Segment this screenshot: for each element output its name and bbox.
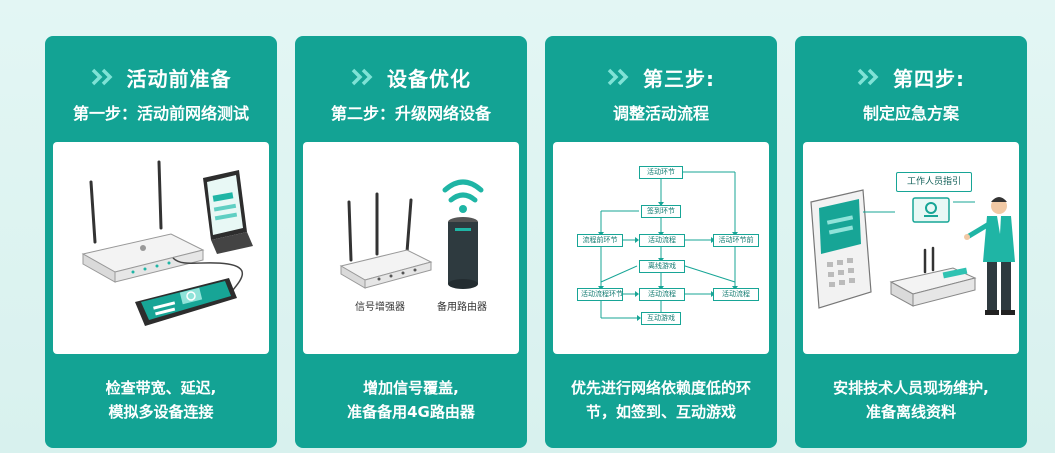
card-description: 增加信号覆盖, 准备备用4G路由器 [347, 379, 475, 421]
router-icon [889, 246, 977, 307]
card-header: 设备优化 第二步：升级网络设备 [295, 64, 527, 124]
step-card-2: 设备优化 第二步：升级网络设备 [295, 36, 527, 448]
illustration-panel: 工作人员指引 [803, 142, 1019, 354]
card-title: 第三步: [643, 66, 715, 91]
illustration-panel [53, 142, 269, 354]
step-card-1: 活动前准备 第一步：活动前网络测试 [45, 36, 277, 448]
caption-backup-router: 备用路由器 [437, 302, 487, 313]
card-header: 第三步: 调整活动流程 [545, 64, 777, 124]
double-chevron-icon [351, 68, 373, 86]
card-title: 第四步: [893, 66, 965, 91]
card-subtitle: 制定应急方案 [862, 104, 959, 123]
flow-node: 活动流程 [639, 234, 685, 247]
staff-guide-badge: 工作人员指引 [896, 172, 972, 192]
emergency-plan-illustration [810, 189, 1015, 315]
wifi-icon [442, 179, 484, 213]
illustration-panel: 信号增强器 备用路由器 [303, 142, 519, 354]
device-upgrade-illustration [339, 179, 484, 289]
card-title: 设备优化 [387, 66, 471, 91]
card-header: 第四步: 制定应急方案 [795, 64, 1027, 124]
flow-node: 活动环节 [639, 166, 683, 179]
flow-node: 活动环节前 [713, 234, 759, 247]
backup-router-icon [448, 217, 478, 289]
flow-node: 互动游戏 [641, 312, 681, 325]
phone-stand-icon [203, 170, 253, 254]
card-description: 安排技术人员现场维护, 准备离线资料 [833, 379, 989, 421]
double-chevron-icon [91, 68, 112, 86]
signal-booster-router-icon [339, 192, 433, 289]
double-chevron-icon [607, 68, 629, 86]
technician-icon [964, 197, 1015, 315]
step-card-3: 第三步: 调整活动流程 [545, 36, 777, 448]
card-subtitle: 调整活动流程 [612, 104, 709, 123]
location-icon [912, 197, 950, 223]
flow-node: 活动流程环节 [577, 288, 623, 301]
card-subtitle: 第一步：活动前网络测试 [72, 104, 249, 123]
flow-node: 活动流程 [639, 288, 685, 301]
caption-signal-booster: 信号增强器 [355, 302, 405, 313]
kiosk-icon [810, 189, 872, 309]
illustration-panel: 活动环节 签到环节 流程前环节 活动流程 活动环节前 离线游戏 活动流程环节 活… [553, 142, 769, 354]
flow-node: 离线游戏 [639, 260, 685, 273]
double-chevron-icon [857, 68, 879, 86]
card-header: 活动前准备 第一步：活动前网络测试 [45, 64, 277, 124]
card-title: 活动前准备 [126, 66, 232, 91]
card-description: 检查带宽、延迟, 模拟多设备连接 [105, 379, 217, 421]
card-description: 优先进行网络依赖度低的环 节，如签到、互动游戏 [570, 379, 751, 421]
flow-node: 活动流程 [713, 288, 759, 301]
network-test-illustration [81, 160, 253, 326]
tablet-icon [135, 278, 237, 326]
step-card-4: 第四步: 制定应急方案 [795, 36, 1027, 448]
flow-node: 流程前环节 [577, 234, 623, 247]
card-subtitle: 第二步：升级网络设备 [330, 104, 491, 123]
flow-node: 签到环节 [641, 205, 681, 218]
flowchart-connectors [598, 171, 738, 321]
router-icon [81, 160, 205, 283]
